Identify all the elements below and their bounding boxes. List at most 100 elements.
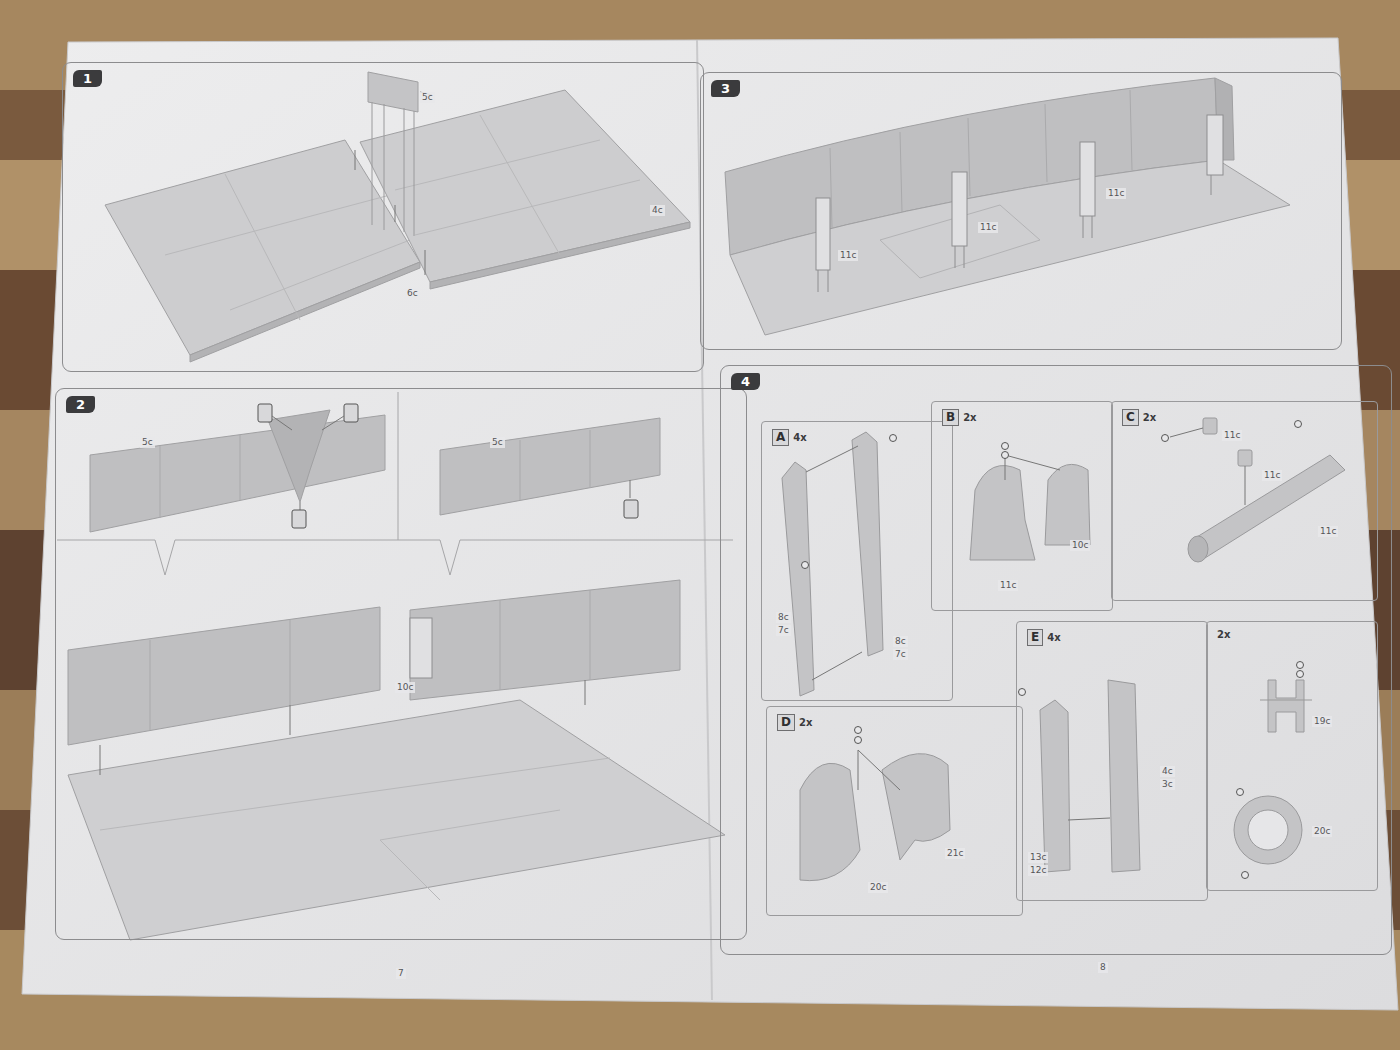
illustration-shape xyxy=(1295,421,1302,428)
illustration-shape xyxy=(360,90,690,282)
illustration-shape xyxy=(1130,90,1132,170)
illustration-shape xyxy=(1005,455,1060,470)
illustration-shape xyxy=(272,416,292,430)
panel-header: 2x xyxy=(1217,629,1377,640)
illustration-shape xyxy=(520,440,521,500)
illustration-shape xyxy=(1238,450,1252,466)
quantity-text: 4x xyxy=(1047,632,1060,643)
illustration-shape xyxy=(384,104,385,230)
illustration-shape xyxy=(1040,700,1070,872)
step2-illustration xyxy=(57,392,733,940)
illustration-shape xyxy=(1162,435,1169,442)
part-number: 20c xyxy=(868,882,888,893)
illustration-shape xyxy=(230,240,410,310)
page-number: 7 xyxy=(396,968,406,979)
quantity-text: 2x xyxy=(1143,412,1156,423)
quantity-text: 2x xyxy=(1217,629,1230,640)
illustration-shape xyxy=(630,480,631,498)
illustration-shape xyxy=(1245,466,1246,505)
illustration-shape xyxy=(955,246,956,268)
part-number: 7c xyxy=(776,625,791,636)
illustration-shape xyxy=(970,466,1035,561)
illustration-shape xyxy=(290,705,291,735)
sub-step-panel: B2x xyxy=(931,401,1113,611)
illustration-shape xyxy=(100,745,101,775)
panel-header: 2 xyxy=(66,396,746,413)
part-number: 10c xyxy=(1070,540,1090,551)
quantity-text: 2x xyxy=(799,717,812,728)
illustration-shape xyxy=(1002,452,1009,459)
illustration-shape xyxy=(292,510,306,528)
sub-step-panel: A4x xyxy=(761,421,953,701)
illustration-shape xyxy=(225,174,300,320)
sub-step-letter: A xyxy=(772,429,789,446)
illustration-shape xyxy=(415,180,640,235)
illustration-shape xyxy=(812,652,862,680)
illustration-shape xyxy=(1297,662,1304,669)
illustration-shape xyxy=(1080,142,1095,216)
illustration-shape xyxy=(858,750,900,790)
illustration-shape xyxy=(968,118,970,196)
illustration-shape xyxy=(952,172,967,246)
illustration-shape xyxy=(816,198,830,270)
part-number: 4c xyxy=(650,205,665,216)
illustration-shape xyxy=(585,680,586,705)
sub-step-letter: C xyxy=(1122,409,1139,426)
illustration-shape xyxy=(1002,443,1009,450)
part-number: 8c xyxy=(776,612,791,623)
illustration-shape xyxy=(1092,216,1093,238)
illustration-shape xyxy=(890,435,897,442)
illustration-shape xyxy=(425,250,426,275)
part-number: 21c xyxy=(945,848,965,859)
illustration-shape xyxy=(344,404,358,422)
illustration-shape xyxy=(730,160,1290,335)
illustration-shape xyxy=(160,446,161,518)
panel-header: 3 xyxy=(711,80,1341,97)
panel-header: 4 xyxy=(731,373,1391,390)
part-number: 12c xyxy=(1028,865,1048,876)
part-number: 11c xyxy=(978,222,998,233)
panel-header: A4x xyxy=(772,429,952,446)
illustration-shape xyxy=(1297,671,1304,678)
illustration-shape xyxy=(500,600,501,690)
step-number: 1 xyxy=(73,70,102,87)
part-number: 11c xyxy=(1318,526,1338,537)
step-number: 4 xyxy=(731,373,760,390)
illustration-shape xyxy=(1211,175,1212,195)
illustration-shape xyxy=(882,754,950,860)
illustration-shape xyxy=(414,111,415,236)
sub-step-letter: D xyxy=(777,714,795,731)
illustration-shape xyxy=(380,810,560,840)
illustration-shape xyxy=(404,108,405,232)
illustration-shape xyxy=(57,540,733,575)
illustration-shape xyxy=(1237,789,1244,796)
step-number: 3 xyxy=(711,80,740,97)
sub-step-panel: C 2x xyxy=(1111,401,1378,601)
step3-illustration xyxy=(725,78,1290,335)
illustration-shape xyxy=(858,750,859,790)
illustration-shape xyxy=(1192,455,1345,558)
illustration-shape xyxy=(1170,428,1203,437)
illustration-shape xyxy=(806,446,858,472)
part-number: 11c xyxy=(998,580,1018,591)
part-number: 10c xyxy=(395,682,415,693)
illustration-shape xyxy=(1260,700,1312,701)
illustration-shape xyxy=(590,430,591,488)
part-number: 6c xyxy=(405,288,420,299)
illustration-shape xyxy=(590,590,591,680)
illustration-shape xyxy=(258,404,272,422)
illustration-shape xyxy=(480,115,560,255)
illustration-shape xyxy=(828,270,829,292)
sub-step-letter: E xyxy=(1027,629,1043,646)
illustration-shape xyxy=(395,205,396,222)
illustration-shape xyxy=(800,763,860,880)
illustration-shape xyxy=(190,262,420,362)
part-number: 8c xyxy=(893,636,908,647)
illustration-shape xyxy=(105,140,420,355)
illustration-shape xyxy=(410,580,680,700)
step-panel: 4A4xB2xC2xD2xE4x2x xyxy=(720,365,1392,955)
step-panel: 1 xyxy=(62,62,704,372)
illustration-shape xyxy=(380,840,440,900)
